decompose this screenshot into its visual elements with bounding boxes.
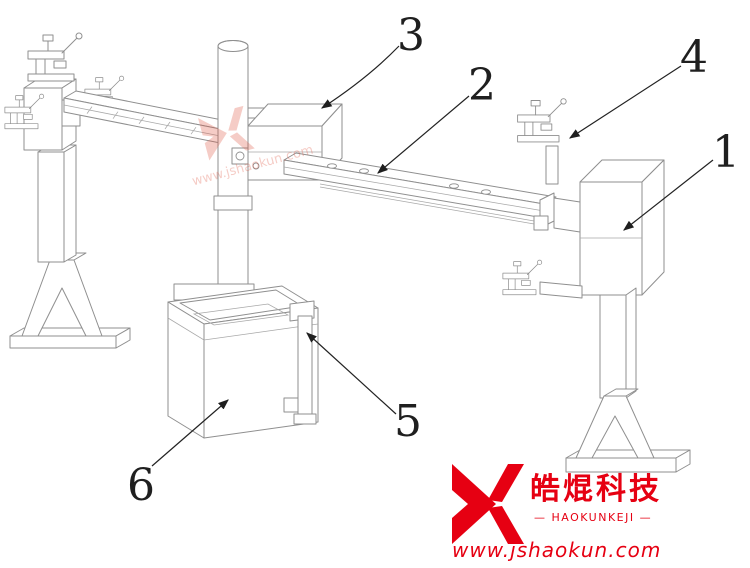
callout-numbers: 3 2 4 1 5 6 (127, 10, 740, 511)
center-column (213, 40, 253, 299)
callout-3-leader (320, 45, 400, 109)
left-stand-base (9, 252, 131, 349)
callout-1: 1 (712, 127, 740, 178)
callout-2: 2 (468, 60, 496, 111)
haokun-logo-icon (452, 464, 524, 544)
logo-website: www.jshaokun.com (452, 538, 661, 562)
cross-rail (283, 152, 557, 231)
toggle-clamp-icon (517, 98, 567, 143)
brand-block: 皓焜科技 — HAOKUNKEJI — www.jshaokun.com (452, 464, 662, 562)
callout-3: 3 (397, 10, 425, 61)
callout-2-leader (377, 95, 470, 174)
haokun-logo-watermark-icon (198, 105, 255, 161)
callout-5-leader (306, 332, 397, 415)
left-stand (4, 32, 131, 349)
callout-6-leader (151, 399, 229, 467)
tank (167, 285, 319, 439)
toggle-clamp-icon (27, 32, 83, 82)
callout-6: 6 (127, 460, 155, 511)
toggle-clamp-icon (502, 259, 543, 296)
tank-assembly (167, 283, 319, 439)
logo-company-name: 皓焜科技 (530, 472, 662, 507)
callout-1-leader (623, 159, 714, 231)
logo-company-romanized: — HAOKUNKEJI — (534, 511, 652, 524)
callout-leaders (151, 45, 714, 467)
right-stand-base (565, 388, 691, 473)
right-stand (502, 98, 691, 473)
callout-4: 4 (680, 32, 708, 83)
callout-4-leader (568, 65, 682, 139)
callout-5: 5 (394, 396, 422, 447)
